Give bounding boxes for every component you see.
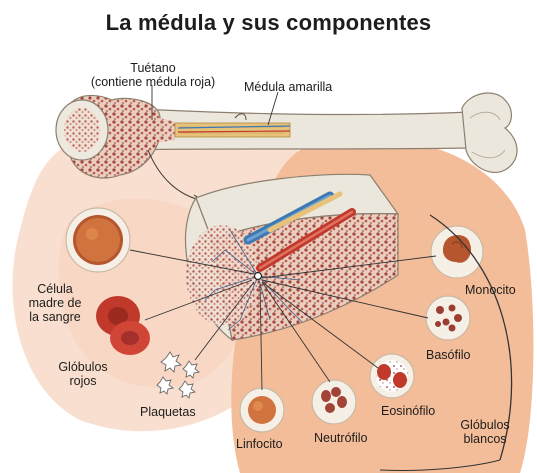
label-globulos-blancos-line2: blancos bbox=[452, 432, 518, 446]
label-plaquetas: Plaquetas bbox=[140, 405, 196, 419]
label-globulos-blancos-line1: Glóbulos bbox=[452, 418, 518, 432]
stem-cell-origin-point bbox=[255, 273, 262, 280]
label-celula-madre-line1: Célula bbox=[20, 282, 90, 296]
label-linfocito: Linfocito bbox=[236, 437, 283, 451]
label-monocito: Monocito bbox=[465, 283, 516, 297]
label-globulos-rojos-line1: Glóbulos bbox=[48, 360, 118, 374]
label-celula-madre: Célula madre de la sangre bbox=[20, 282, 90, 324]
monocyte-illustration bbox=[431, 226, 483, 278]
label-celula-madre-line3: la sangre bbox=[20, 310, 90, 324]
label-eosinofilo: Eosinófilo bbox=[381, 404, 435, 418]
label-tuetano: Tuétano (contiene médula roja) bbox=[78, 61, 228, 89]
label-globulos-rojos-line2: rojos bbox=[48, 374, 118, 388]
label-tuetano-sub: (contiene médula roja) bbox=[78, 75, 228, 89]
neutrophil-illustration bbox=[312, 380, 356, 424]
label-celula-madre-line2: madre de bbox=[20, 296, 90, 310]
eosinophil-illustration bbox=[370, 354, 414, 398]
label-medula-amarilla: Médula amarilla bbox=[244, 80, 332, 94]
basophil-illustration bbox=[426, 296, 470, 340]
label-basofilo: Basófilo bbox=[426, 348, 470, 362]
label-globulos-blancos: Glóbulos blancos bbox=[452, 418, 518, 446]
label-neutrofilo: Neutrófilo bbox=[314, 431, 368, 445]
page-title: La médula y sus componentes bbox=[0, 10, 537, 36]
label-tuetano-main: Tuétano bbox=[78, 61, 228, 75]
stem-cell-illustration bbox=[66, 208, 130, 272]
label-globulos-rojos: Glóbulos rojos bbox=[48, 360, 118, 388]
yellow-marrow-canal bbox=[175, 123, 290, 137]
femur-end-right bbox=[462, 93, 517, 172]
lymphocyte-illustration bbox=[240, 388, 284, 432]
